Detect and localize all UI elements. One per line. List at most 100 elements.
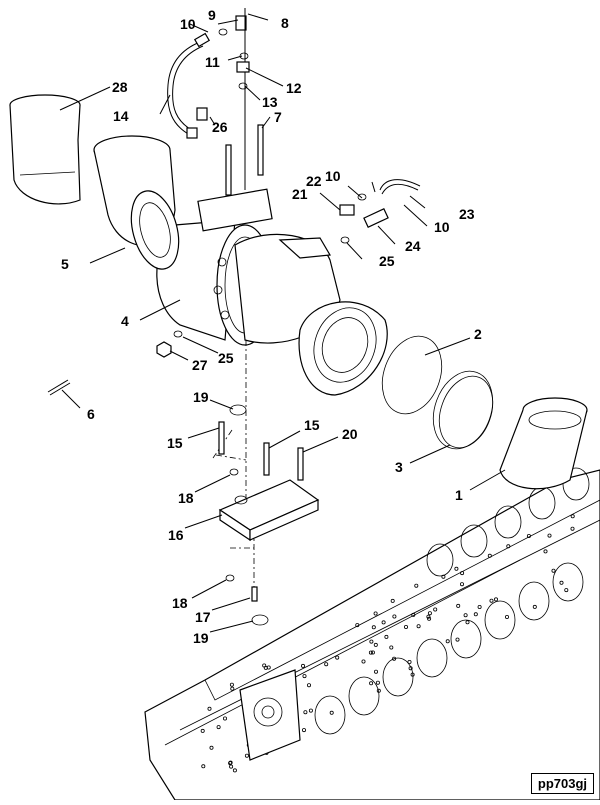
callout-19-top: 19 bbox=[193, 389, 209, 405]
callout-15-left: 15 bbox=[167, 435, 183, 451]
bolt-hole bbox=[504, 615, 509, 620]
bolt-hole bbox=[230, 686, 235, 691]
bolt-hole bbox=[454, 566, 459, 571]
engine-block bbox=[144, 467, 600, 801]
bolt-hole bbox=[426, 614, 431, 619]
bolt-hole bbox=[308, 708, 313, 713]
bolt-hole bbox=[526, 534, 531, 539]
bolt-hole bbox=[543, 549, 548, 554]
callout-2: 2 bbox=[474, 326, 482, 342]
bolt-hole bbox=[411, 612, 416, 617]
callout-14: 14 bbox=[113, 108, 129, 124]
bolt-hole bbox=[329, 710, 334, 715]
bolt-hole bbox=[209, 745, 214, 750]
bolt-hole bbox=[229, 682, 234, 687]
bolt-hole bbox=[445, 639, 450, 644]
bolt-hole bbox=[433, 607, 438, 612]
bolt-hole bbox=[455, 637, 460, 642]
bolt-hole bbox=[376, 688, 381, 693]
bolt-hole bbox=[392, 614, 397, 619]
bolt-hole bbox=[262, 663, 267, 668]
cylinder-bore bbox=[494, 505, 522, 539]
callout-13: 13 bbox=[262, 94, 278, 110]
bolt-hole bbox=[392, 656, 397, 661]
callout-11: 11 bbox=[205, 54, 220, 70]
oil-supply-pipe-edge bbox=[172, 45, 204, 132]
bolt-hole bbox=[361, 659, 366, 664]
bolt-hole bbox=[456, 603, 461, 608]
intake-duct bbox=[9, 94, 81, 205]
bolt-hole bbox=[216, 725, 221, 730]
bolt-hole bbox=[559, 580, 564, 585]
cylinder-bore bbox=[382, 657, 414, 697]
bolt-hole bbox=[564, 588, 569, 593]
bolt-hole bbox=[416, 624, 421, 629]
gasket-ring bbox=[381, 335, 443, 415]
bolt-hole bbox=[403, 625, 408, 630]
cylinder-bore bbox=[426, 543, 454, 577]
bolt-hole bbox=[427, 611, 432, 616]
bolt-hole bbox=[389, 645, 394, 650]
callout-28: 28 bbox=[112, 79, 128, 95]
bolt-hole bbox=[463, 613, 468, 618]
callout-9: 9 bbox=[208, 7, 216, 23]
callout-22: 22 bbox=[306, 173, 322, 189]
callout-4: 4 bbox=[121, 313, 129, 329]
callout-12: 12 bbox=[286, 80, 302, 96]
bolt-hole bbox=[459, 582, 464, 587]
air-inlet-housing bbox=[499, 397, 588, 490]
cylinder-bore bbox=[518, 581, 550, 621]
bolt-hole bbox=[306, 683, 311, 688]
callout-24: 24 bbox=[405, 238, 421, 254]
bolt-hole bbox=[384, 634, 389, 639]
bolt-hole bbox=[551, 568, 556, 573]
callout-25-top: 25 bbox=[379, 253, 395, 269]
bolt-hole bbox=[407, 660, 412, 665]
bolt-hole bbox=[207, 706, 212, 711]
callout-16: 16 bbox=[168, 527, 184, 543]
bolt-hole bbox=[473, 612, 478, 617]
bolt-hole bbox=[489, 598, 494, 603]
callout-17: 17 bbox=[195, 609, 211, 625]
bolt-hole bbox=[506, 544, 511, 549]
bolt-hole bbox=[369, 639, 374, 644]
cylinder-bore bbox=[552, 562, 584, 602]
bolt-hole bbox=[201, 764, 206, 769]
exhaust-elbow bbox=[93, 135, 180, 270]
callout-1: 1 bbox=[455, 487, 463, 503]
callout-23: 23 bbox=[459, 206, 475, 222]
bolt-hole bbox=[547, 533, 552, 538]
bolt-hole bbox=[441, 574, 446, 579]
elbow-fitting bbox=[235, 15, 247, 31]
bolt-hole bbox=[493, 597, 498, 602]
bolt-hole bbox=[532, 604, 537, 609]
callout-21: 21 bbox=[292, 186, 308, 202]
bolt-hole bbox=[229, 764, 234, 769]
callout-25-bottom: 25 bbox=[218, 350, 234, 366]
bolt-hole bbox=[381, 620, 386, 625]
callout-10-right-top: 10 bbox=[325, 168, 341, 184]
bolt-hole bbox=[477, 605, 482, 610]
cylinder-bore bbox=[450, 619, 482, 659]
callout-10-right-bottom: 10 bbox=[434, 219, 450, 235]
bolt-hole bbox=[414, 583, 419, 588]
bolt-hole bbox=[487, 553, 492, 558]
callout-7: 7 bbox=[274, 109, 282, 125]
bolt-hole bbox=[200, 728, 205, 733]
v-band-clamp bbox=[432, 370, 494, 450]
bolt-hole bbox=[324, 662, 329, 667]
bolt-hole bbox=[302, 674, 307, 679]
bolt-hole bbox=[355, 623, 360, 628]
bolt-hole bbox=[373, 642, 378, 647]
cylinder-bore bbox=[484, 600, 516, 640]
bolt-hole bbox=[301, 728, 306, 733]
bolt-hole bbox=[373, 611, 378, 616]
oil-drain-adapter bbox=[218, 479, 320, 542]
bolt-hole bbox=[368, 650, 373, 655]
bolt-hole bbox=[228, 761, 233, 766]
figure-id-label: pp703gj bbox=[530, 773, 594, 794]
bolt-hole bbox=[375, 680, 380, 685]
callout-15-right: 15 bbox=[304, 417, 320, 433]
turbocharger bbox=[156, 188, 341, 346]
bolt-hole bbox=[427, 616, 432, 621]
